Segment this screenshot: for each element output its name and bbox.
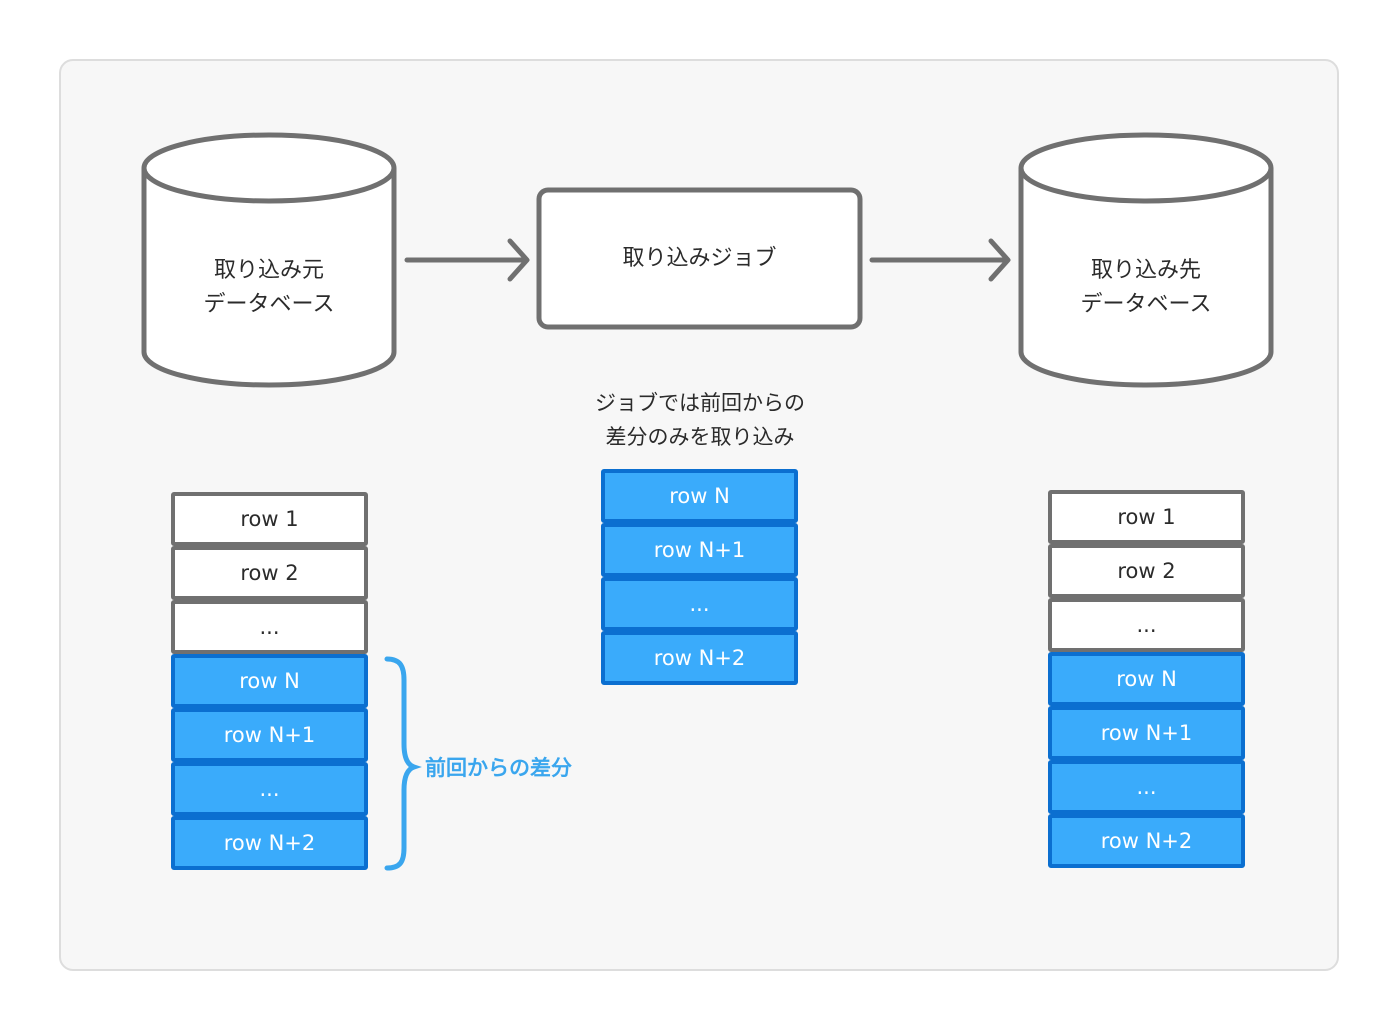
source-row-3: ... [171,600,368,654]
source-row-1: row 1 [171,492,368,546]
target-row-4: row N [1048,652,1245,706]
source-db-label-line1: 取り込み元 [213,258,324,283]
job-note-line1: ジョブでは前回からの [595,391,805,415]
job-label: 取り込みジョブ [622,246,777,271]
source-row-5: row N+1 [171,708,368,762]
target-db-label-line1: 取り込み先 [1090,258,1201,283]
source-db-label: 取り込み元 データベース [169,254,369,322]
source-db-label-line2: データベース [203,292,335,317]
source-database-icon [141,132,397,388]
arrow-source-to-job-icon [404,238,530,282]
job-row-2: row N+1 [601,523,798,577]
job-row-1: row N [601,469,798,523]
target-db-label-line2: データベース [1080,292,1212,317]
target-row-7: row N+2 [1048,814,1245,868]
target-row-3: ... [1048,598,1245,652]
target-row-2: row 2 [1048,544,1245,598]
source-row-4: row N [171,654,368,708]
target-row-1: row 1 [1048,490,1245,544]
target-database-icon [1018,132,1274,388]
source-row-7: row N+2 [171,816,368,870]
brace-label: 前回からの差分 [425,756,572,780]
target-row-6: ... [1048,760,1245,814]
target-db-label: 取り込み先 データベース [1046,254,1246,322]
target-row-5: row N+1 [1048,706,1245,760]
job-note-line2: 差分のみを取り込み [605,425,795,449]
source-row-2: row 2 [171,546,368,600]
job-note: ジョブでは前回からの 差分のみを取り込み [540,386,860,454]
diff-brace-icon [384,656,422,871]
import-job-box [536,187,863,330]
job-row-3: ... [601,577,798,631]
arrow-job-to-target-icon [869,238,1011,282]
source-row-6: ... [171,762,368,816]
job-row-4: row N+2 [601,631,798,685]
